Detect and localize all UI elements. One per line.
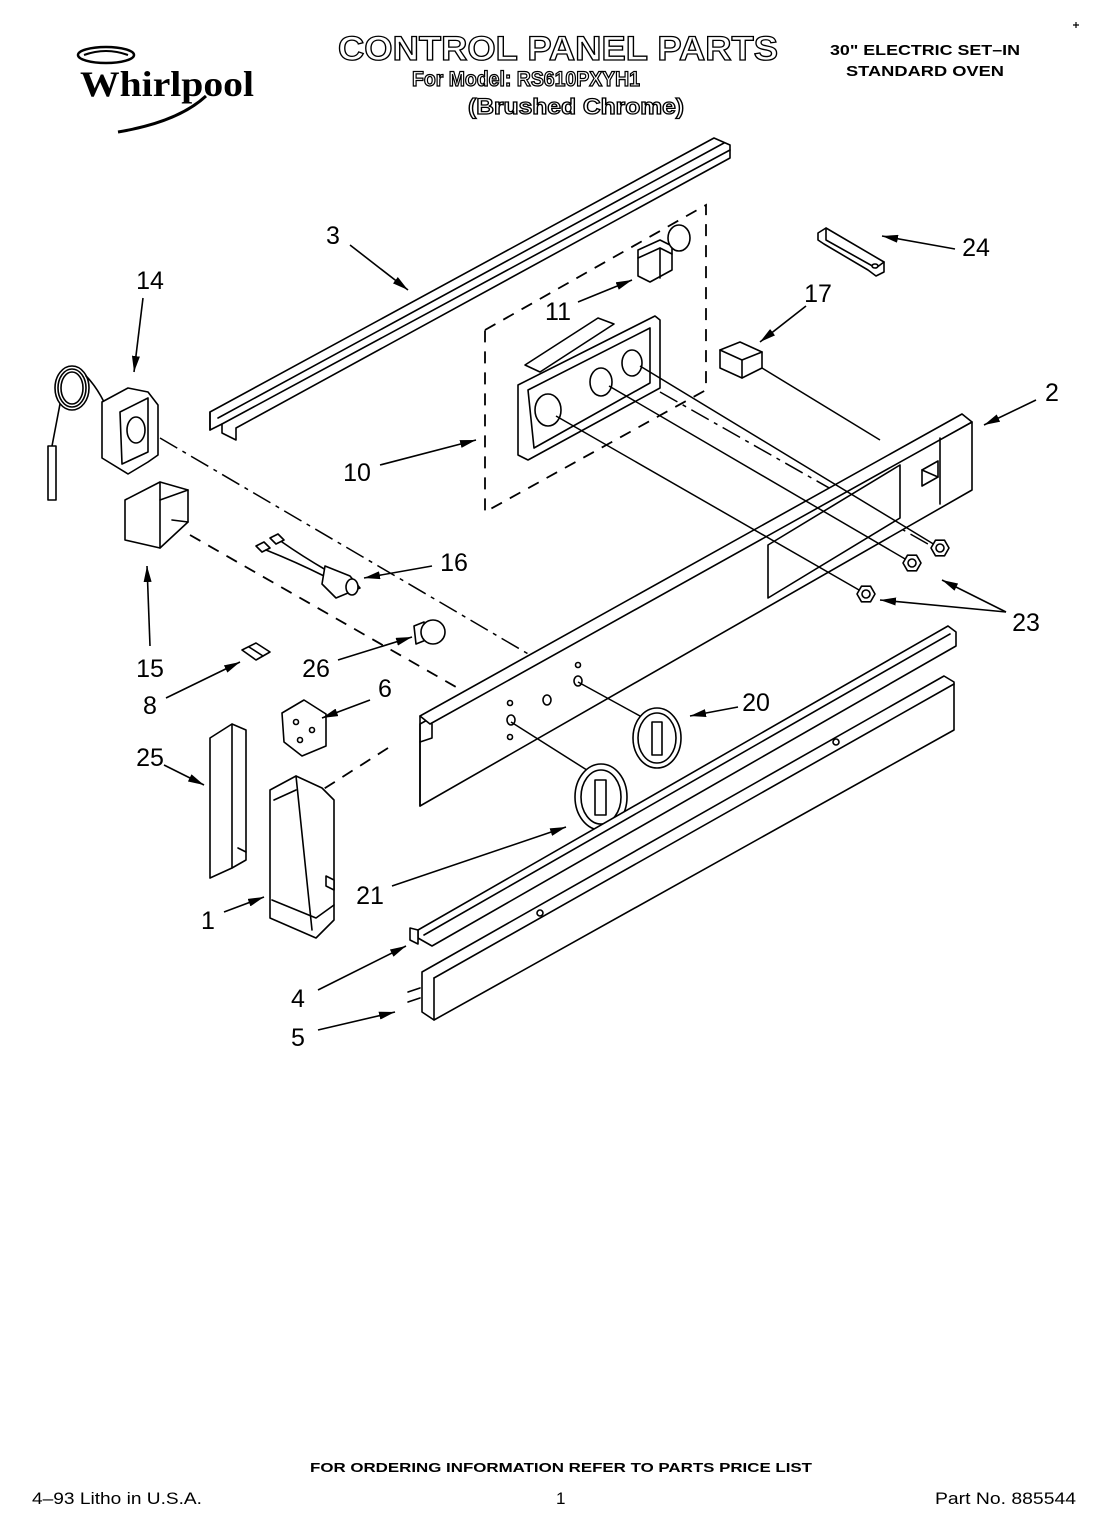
callout-leaders xyxy=(131,234,1037,1031)
ordering-note: FOR ORDERING INFORMATION REFER TO PARTS … xyxy=(310,1460,812,1475)
leader-20 xyxy=(689,706,739,717)
leader-10 xyxy=(379,439,477,466)
part-5-bottom-trim xyxy=(407,675,955,1021)
part-6-mounting-plate xyxy=(281,699,327,757)
part-26-lamp xyxy=(413,619,446,645)
callout-20: 20 xyxy=(742,689,770,717)
callout-1: 1 xyxy=(201,907,215,935)
logo-emblem-icon xyxy=(76,45,136,65)
guide-line-bracket xyxy=(321,747,389,791)
callout-26: 26 xyxy=(302,655,330,683)
model-line: For Model: RS610PXYH1 xyxy=(412,68,640,91)
part-21-knob xyxy=(574,763,628,831)
callout-21: 21 xyxy=(356,882,384,910)
part-24-bracket xyxy=(817,227,885,277)
logo-swoosh-icon xyxy=(117,94,208,134)
callout-16: 16 xyxy=(440,549,468,577)
callout-2: 2 xyxy=(1045,379,1059,407)
part-25-side-trim xyxy=(209,723,247,879)
callout-23: 23 xyxy=(1012,609,1040,637)
finish-line: (Brushed Chrome) xyxy=(468,94,684,119)
part-17-connector xyxy=(719,341,763,379)
callout-15: 15 xyxy=(136,655,164,683)
leader-5 xyxy=(317,1011,396,1031)
page-title: CONTROL PANEL PARTS xyxy=(338,30,778,68)
part-15-switch-housing xyxy=(124,481,189,549)
part-1-end-cap xyxy=(269,775,335,939)
callout-4: 4 xyxy=(291,985,305,1013)
litho-note: 4–93 Litho in U.S.A. xyxy=(32,1489,202,1508)
product-line-2: STANDARD OVEN xyxy=(846,63,1004,80)
shaft-line-2 xyxy=(608,385,913,564)
part-16-lamp-socket xyxy=(255,533,361,599)
whirlpool-logo: Whirlpool xyxy=(76,45,254,134)
leader-21 xyxy=(391,826,567,887)
leader-16 xyxy=(363,565,433,580)
leader-8 xyxy=(165,661,241,699)
shaft-line-1 xyxy=(555,415,867,595)
callout-17: 17 xyxy=(804,280,832,308)
leader-26 xyxy=(337,636,413,661)
callout-24: 24 xyxy=(962,234,990,262)
knob-line-20 xyxy=(577,681,641,717)
part-8-clip xyxy=(241,642,271,661)
leader-24 xyxy=(881,234,956,250)
part-14-thermostat xyxy=(47,365,159,501)
callout-10: 10 xyxy=(343,459,371,487)
leader-4 xyxy=(317,945,407,991)
callout-labels: 3 14 11 24 17 2 10 16 23 15 26 8 6 20 25… xyxy=(136,222,1059,1052)
part-number: Part No. 885544 xyxy=(935,1489,1076,1508)
callout-6: 6 xyxy=(378,675,392,703)
callout-8: 8 xyxy=(143,692,157,720)
callout-14: 14 xyxy=(136,267,164,295)
logo-wordmark: Whirlpool xyxy=(80,64,254,104)
logo-emblem-swirl-icon xyxy=(83,50,129,56)
leader-17 xyxy=(759,305,807,343)
callout-5: 5 xyxy=(291,1024,305,1052)
leader-11 xyxy=(577,279,633,303)
callout-3: 3 xyxy=(326,222,340,250)
page-number: 1 xyxy=(556,1489,565,1508)
part-23-nuts xyxy=(856,539,950,603)
leader-2 xyxy=(983,399,1037,426)
product-line-1: 30" ELECTRIC SET–IN xyxy=(830,42,1020,59)
leader-15 xyxy=(143,565,152,647)
callout-25: 25 xyxy=(136,744,164,772)
part-3-upper-channel xyxy=(209,137,731,441)
shaft-line-3 xyxy=(639,365,941,549)
guide-line-connector xyxy=(761,367,881,441)
leader-6 xyxy=(321,699,371,719)
part-4-lower-channel xyxy=(409,625,957,947)
callout-11: 11 xyxy=(545,298,571,326)
leader-14 xyxy=(131,297,144,373)
part-20-knob xyxy=(632,707,682,769)
registration-mark-icon xyxy=(1073,22,1079,28)
leader-1 xyxy=(223,896,265,913)
guide-line-switch xyxy=(189,534,471,696)
part-10-control-module xyxy=(517,315,661,461)
part-10-group-outline xyxy=(484,203,707,514)
leader-23a xyxy=(941,579,1007,613)
leader-23b xyxy=(879,597,1007,613)
part-11-switch xyxy=(637,224,691,283)
knob-line-21 xyxy=(510,721,591,773)
leader-3 xyxy=(349,244,409,291)
leader-25 xyxy=(163,764,205,786)
